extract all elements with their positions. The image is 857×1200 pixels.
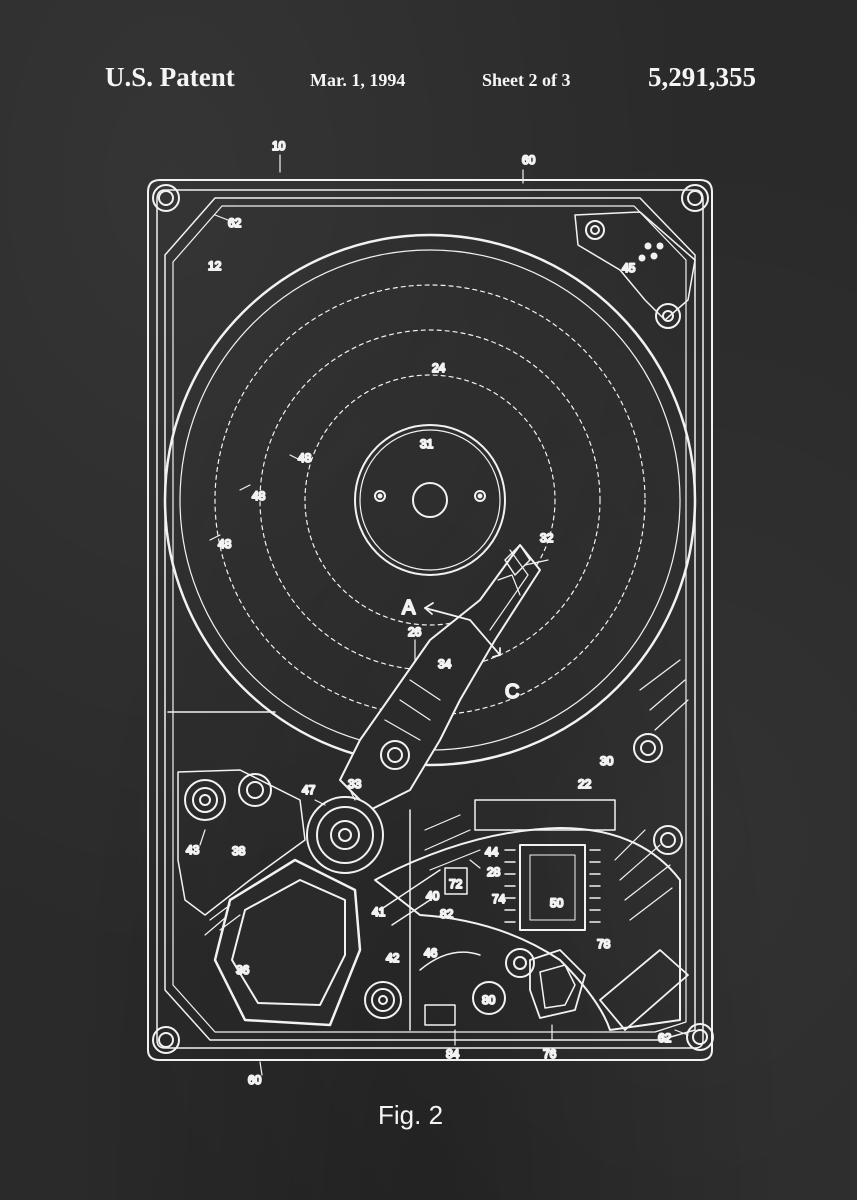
ref-50: 50 [550,896,564,910]
patent-date: Mar. 1, 1994 [310,70,406,90]
ref-30: 30 [600,754,614,768]
ref-41: 41 [372,905,386,919]
ref-82: 82 [440,907,454,921]
ref-42: 42 [386,951,400,965]
ref-38: 38 [232,844,246,858]
connector-block [574,211,696,329]
ref-47: 47 [302,783,316,797]
ref-84: 84 [446,1047,460,1061]
ref-80: 80 [482,993,496,1007]
ref-78: 78 [597,937,611,951]
ref-48-a: 48 [298,451,312,465]
ref-A: A [402,597,416,619]
ref-72: 72 [449,877,463,891]
ref-22: 22 [578,777,592,791]
actuator-arm [306,544,541,874]
figure-caption: Fig. 2 [378,1100,444,1130]
ref-44: 44 [485,845,499,859]
ref-62-bottom: 62 [658,1031,672,1045]
leader-lines [199,154,689,1076]
ref-40: 40 [426,889,440,903]
rotation-arrows [424,602,501,658]
ref-10: 10 [272,139,286,153]
ref-31: 31 [420,437,434,451]
ref-24: 24 [432,361,446,375]
circuit-board [374,799,689,1031]
reference-labels: 10 60 62 12 45 24 31 32 48 48 48 A C 26 … [185,138,673,1088]
ref-32: 32 [540,531,554,545]
ref-60-bottom: 60 [248,1073,262,1087]
patent-title: U.S. Patent [105,62,235,92]
patent-number: 5,291,355 [648,62,756,92]
ref-76: 76 [543,1047,557,1061]
ref-60-top: 60 [522,153,536,167]
voice-coil [177,769,362,1027]
ref-62-top: 62 [228,216,242,230]
ref-45: 45 [622,261,636,275]
ref-46: 46 [424,946,438,960]
ref-C: C [505,681,519,703]
ref-28: 28 [487,865,501,879]
corner-screws [152,184,714,1054]
ref-12: 12 [208,259,222,273]
ref-48-b: 48 [252,489,266,503]
ref-43: 43 [186,843,200,857]
sheet-number: Sheet 2 of 3 [482,70,571,90]
ref-74: 74 [492,892,506,906]
ref-34: 34 [438,657,452,671]
ref-48-c: 48 [218,537,232,551]
mount-screws [364,733,683,1019]
ref-26: 26 [408,625,422,639]
ref-33: 33 [348,777,362,791]
ref-36: 36 [236,963,250,977]
